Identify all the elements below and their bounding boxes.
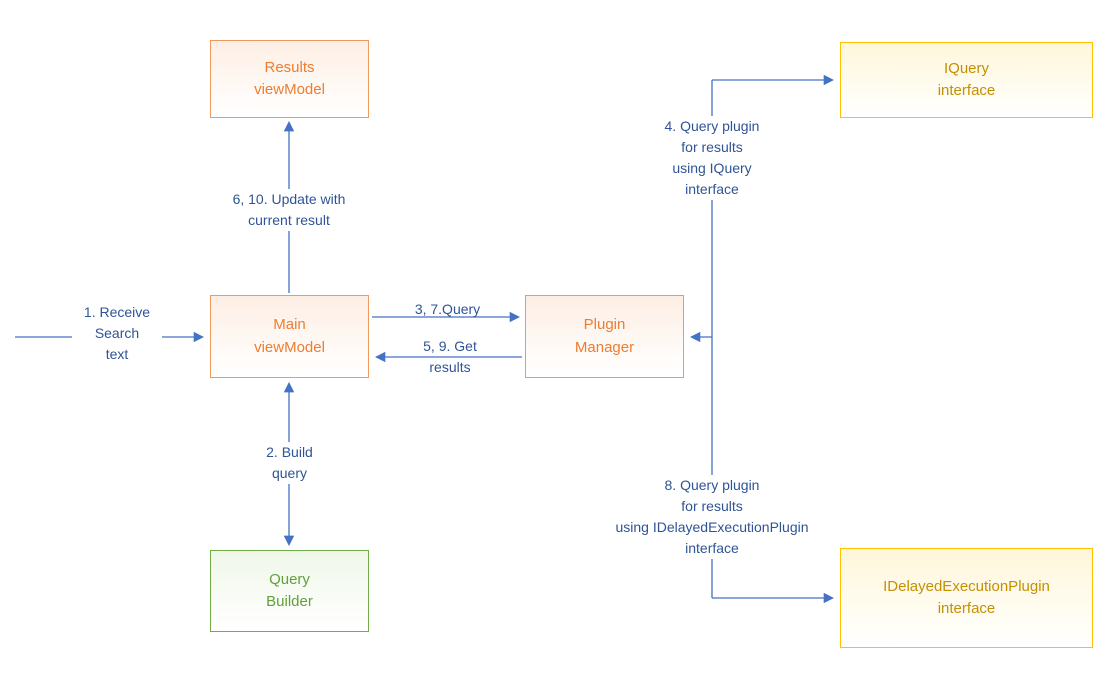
idelayedexecutionplugin-interface-label: IDelayedExecutionPlugin interface bbox=[883, 577, 1050, 618]
label-query: 3, 7.Query bbox=[414, 301, 481, 317]
label-query-plugin-iquery: 4. Query plugin for results using IQuery… bbox=[637, 116, 787, 200]
iquery-interface-box: IQuery interface bbox=[840, 42, 1093, 118]
idelayedexecutionplugin-interface-box: IDelayedExecutionPlugin interface bbox=[840, 548, 1093, 648]
label-update-with-current-result: 6, 10. Update with current result bbox=[209, 189, 369, 231]
query-builder-label: Query Builder bbox=[266, 570, 313, 611]
label-build-query: 2. Build query bbox=[247, 442, 332, 484]
label-query-plugin-idelayed: 8. Query plugin for results using IDelay… bbox=[588, 475, 836, 559]
label-get-results: 5, 9. Get results bbox=[423, 338, 477, 375]
iquery-interface-label: IQuery interface bbox=[937, 59, 996, 100]
query-builder-box: Query Builder bbox=[210, 550, 369, 632]
main-viewmodel-box: Main viewModel bbox=[210, 295, 369, 378]
label-receive-search-text: 1. Receive Search text bbox=[72, 302, 162, 365]
results-viewmodel-box: Results viewModel bbox=[210, 40, 369, 118]
plugin-manager-box: Plugin Manager bbox=[525, 295, 684, 378]
results-viewmodel-label: Results viewModel bbox=[254, 58, 325, 99]
main-viewmodel-label: Main viewModel bbox=[254, 316, 325, 356]
plugin-manager-label: Plugin Manager bbox=[574, 316, 635, 356]
